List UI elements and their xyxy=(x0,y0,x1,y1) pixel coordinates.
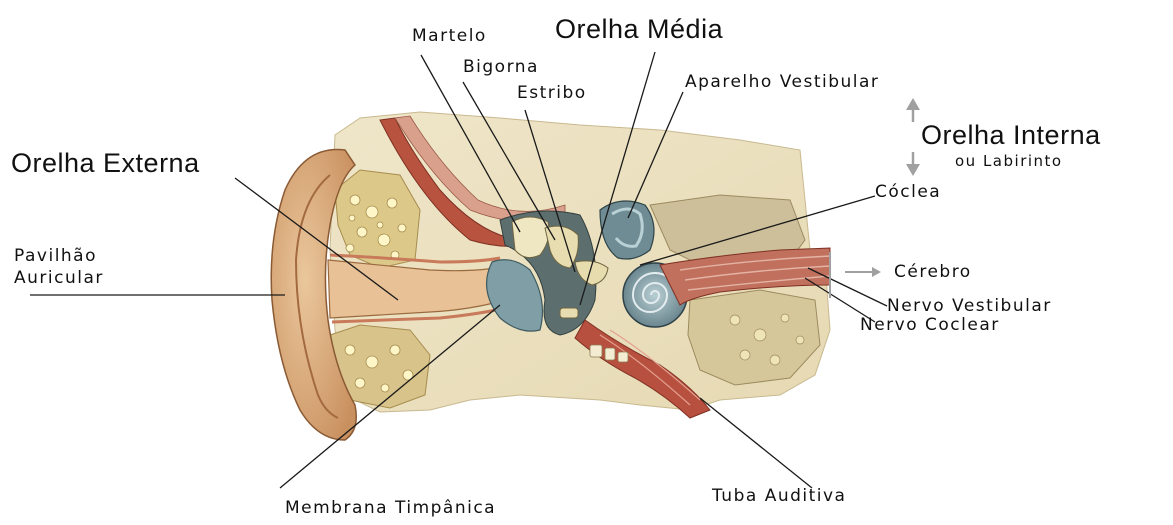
label-orelha-media: Orelha Média xyxy=(555,14,723,45)
inner-ear-arrows xyxy=(906,98,920,176)
label-orelha-externa: Orelha Externa xyxy=(11,148,200,179)
label-tuba-auditiva: Tuba Auditiva xyxy=(712,486,846,506)
label-ou-labirinto: ou Labirinto xyxy=(955,152,1063,170)
label-coclea: Cóclea xyxy=(875,182,941,202)
label-aparelho-vestibular: Aparelho Vestibular xyxy=(685,72,879,92)
label-nervo-coclear: Nervo Coclear xyxy=(860,315,1000,335)
label-orelha-interna: Orelha Interna xyxy=(921,120,1101,151)
label-auricular: Auricular xyxy=(14,268,104,288)
label-membrana-timpanica: Membrana Timpânica xyxy=(285,498,496,518)
label-estribo: Estribo xyxy=(517,83,587,103)
label-martelo: Martelo xyxy=(412,26,487,46)
label-cerebro: Cérebro xyxy=(894,262,972,282)
ossicle-small xyxy=(560,308,578,318)
label-pavilhao: Pavilhão xyxy=(14,246,97,266)
label-nervo-vestibular: Nervo Vestibular xyxy=(887,296,1052,316)
label-bigorna: Bigorna xyxy=(463,57,539,77)
